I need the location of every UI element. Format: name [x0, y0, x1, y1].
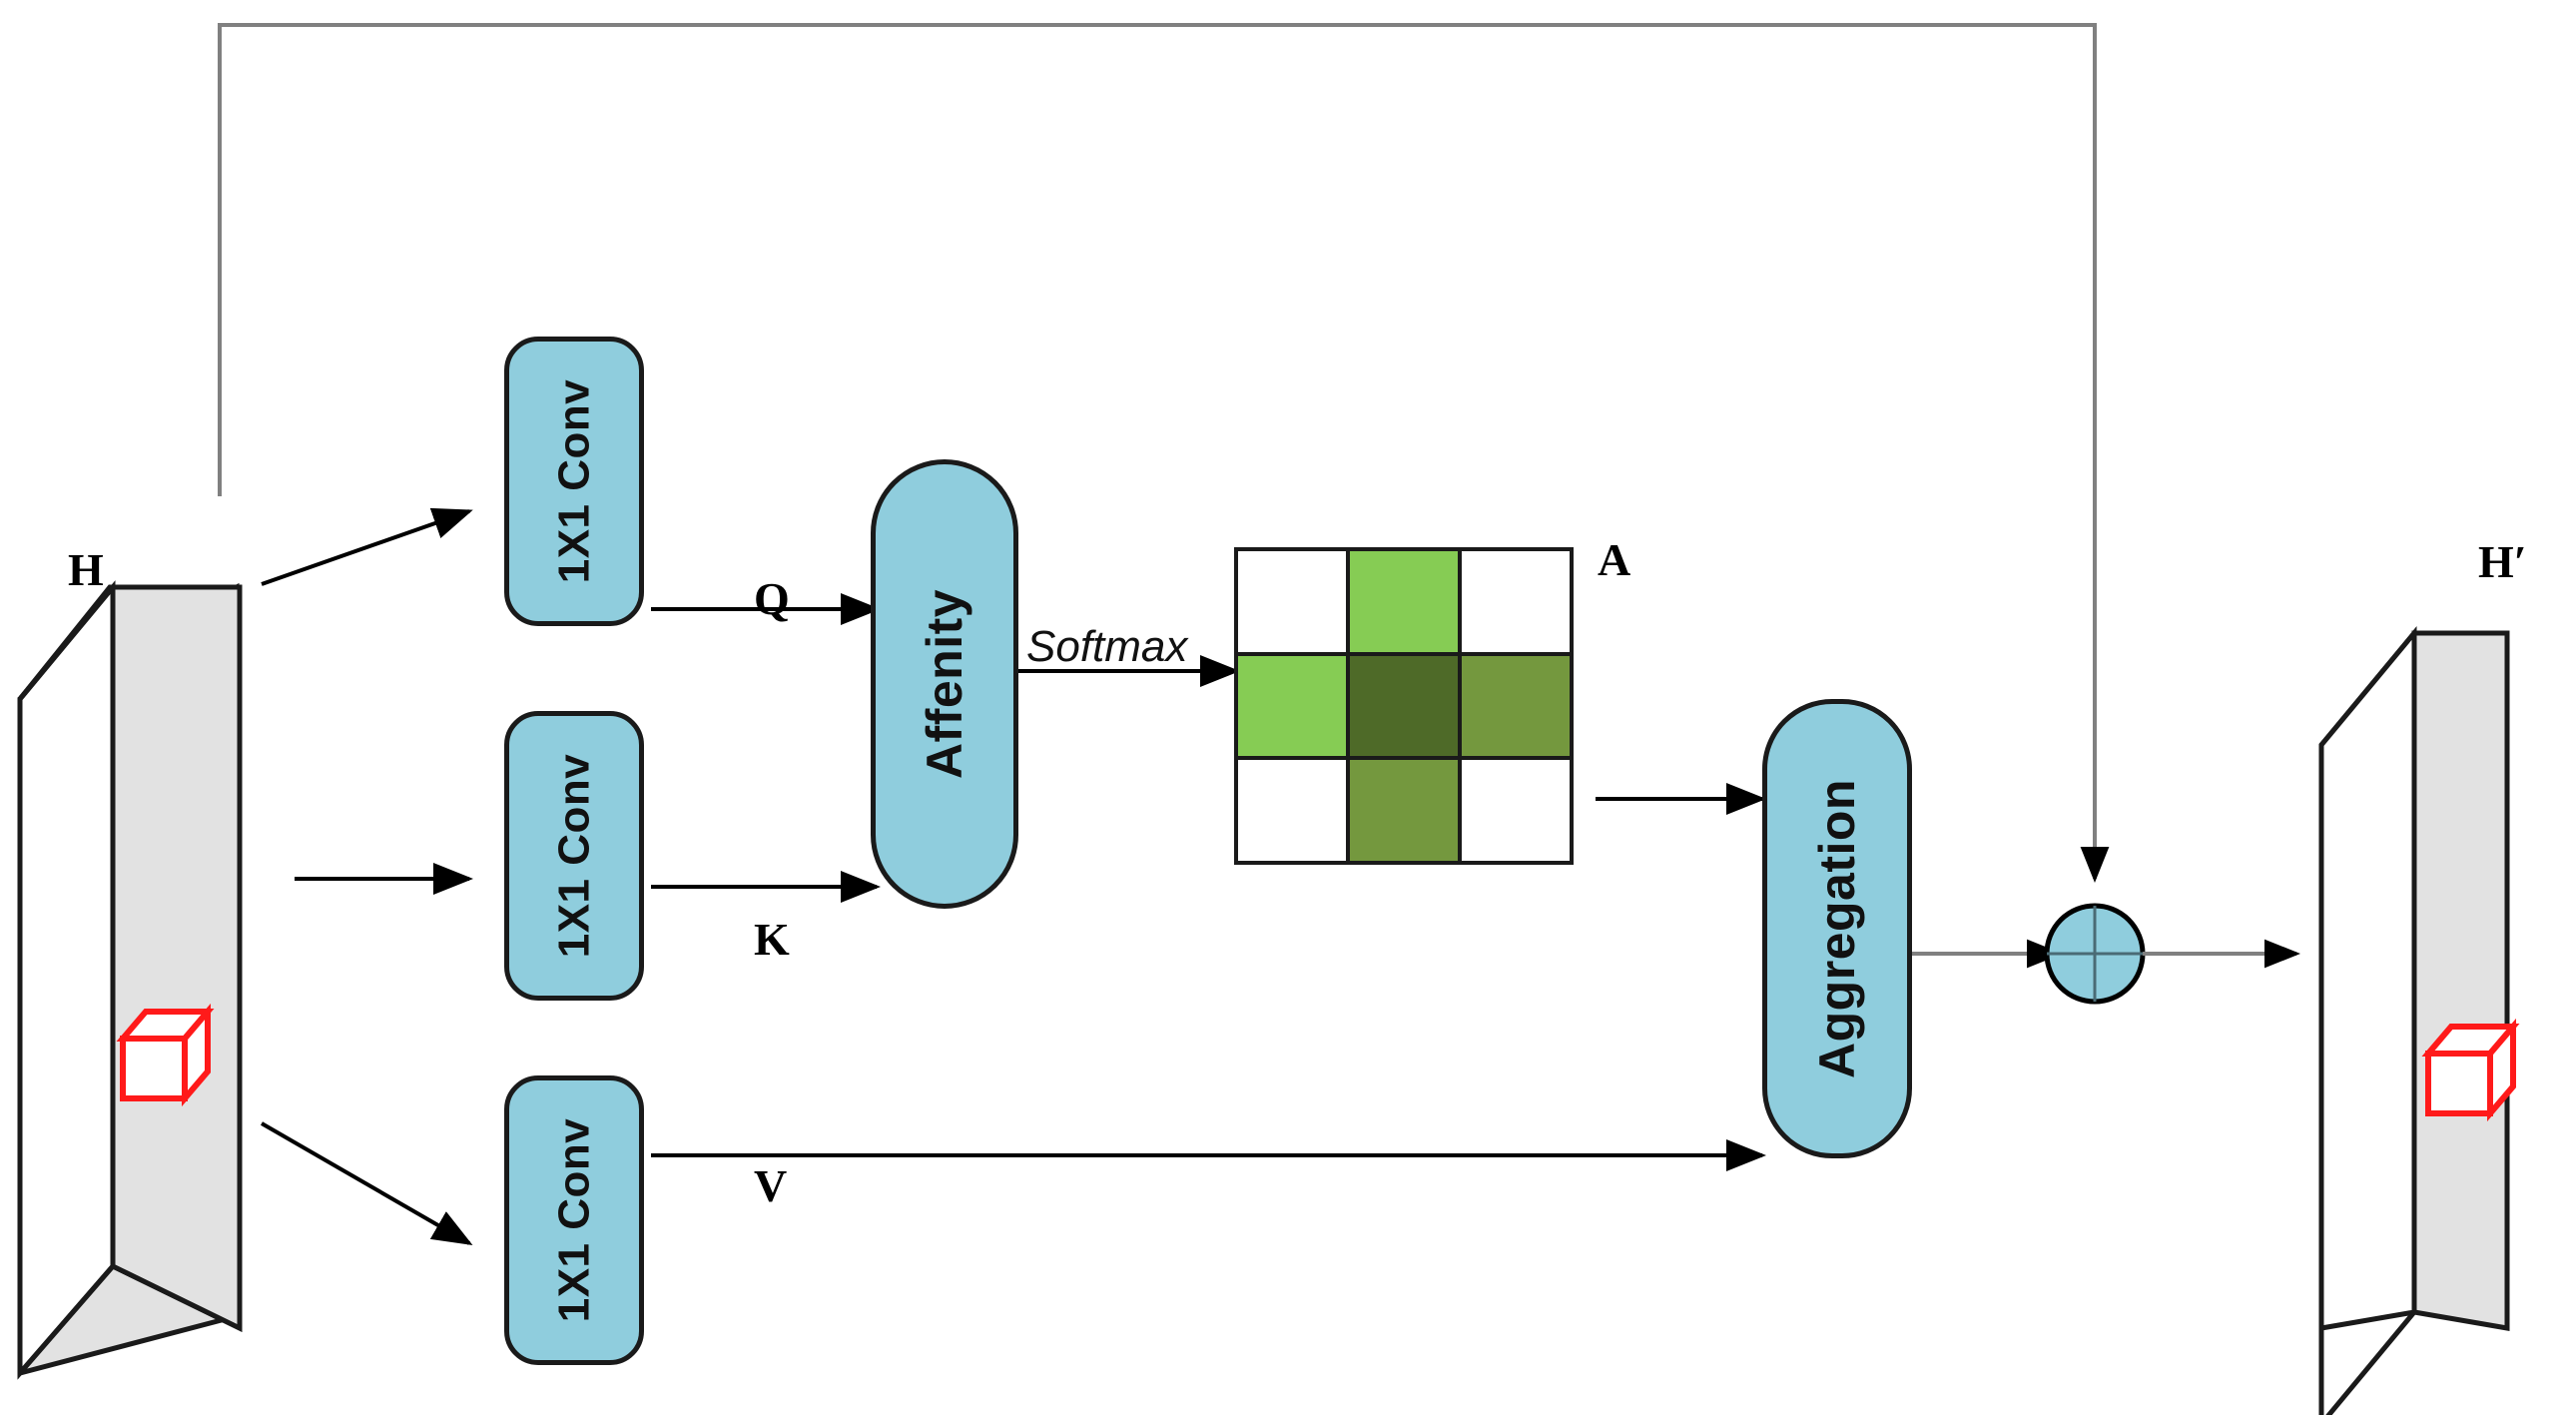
matrix-cell-1-2	[1462, 655, 1570, 757]
residual-connection	[218, 23, 2110, 883]
matrix-cell-0-0	[1238, 551, 1346, 652]
input-label-h: H	[68, 544, 104, 595]
matrix-cell-2-1	[1350, 760, 1458, 861]
conv-v-label: 1X1 Conv	[549, 1117, 599, 1323]
label-v: V	[754, 1160, 788, 1211]
label-q: Q	[754, 573, 790, 624]
attention-matrix	[1234, 547, 1574, 865]
label-attention-matrix-a: A	[1598, 534, 1631, 585]
conv-box-v[interactable]: 1X1 Conv	[504, 1075, 644, 1365]
sum-node	[2044, 903, 2146, 1005]
matrix-cell-1-0	[1238, 655, 1346, 757]
label-k: K	[754, 914, 790, 965]
affinity-box[interactable]: Affenity	[871, 459, 1018, 909]
output-slab-shape	[2318, 626, 2510, 1415]
conv-k-label: 1X1 Conv	[549, 753, 599, 959]
conv-box-q[interactable]: 1X1 Conv	[504, 337, 644, 626]
affinity-label: Affenity	[917, 588, 973, 780]
matrix-cell-0-2	[1462, 551, 1570, 652]
arrow-h-to-conv-q	[261, 507, 473, 586]
matrix-cell-2-0	[1238, 760, 1346, 861]
red-cube-output-icon	[2421, 1018, 2520, 1122]
conv-q-label: 1X1 Conv	[549, 378, 599, 584]
matrix-cell-0-1	[1350, 551, 1458, 652]
arrow-h-to-conv-v	[261, 1121, 473, 1245]
matrix-cell-1-1	[1350, 655, 1458, 757]
label-softmax: Softmax	[1026, 622, 1188, 671]
matrix-cell-2-2	[1462, 760, 1570, 861]
output-label-h-prime: H′	[2478, 536, 2527, 587]
red-cube-input-icon	[116, 1003, 215, 1107]
aggregation-box[interactable]: Aggregation	[1762, 699, 1912, 1158]
conv-box-k[interactable]: 1X1 Conv	[504, 711, 644, 1001]
input-slab-shape	[17, 580, 243, 1380]
aggregation-label: Aggregation	[1809, 779, 1865, 1078]
